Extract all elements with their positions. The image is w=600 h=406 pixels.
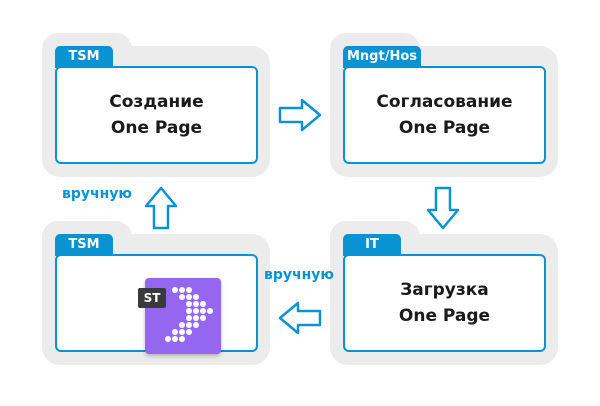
manual-label-left: вручную xyxy=(62,186,133,202)
app-icon: ST xyxy=(138,278,221,354)
card-upload-one-page: IT Загрузка One Page xyxy=(330,221,558,365)
manual-label-bottom: вручную xyxy=(264,267,335,283)
st-badge: ST xyxy=(138,288,166,308)
card-title-line1: Создание xyxy=(109,92,204,112)
dots-chevron-icon xyxy=(165,287,213,342)
arrow-down-icon xyxy=(426,186,460,230)
card-title-line2: One Page xyxy=(110,118,203,138)
arrow-up-icon xyxy=(144,186,178,230)
card-tsm-app: TSM ST xyxy=(42,221,270,365)
card-tab: Mngt/Hos xyxy=(343,46,421,68)
card-tab: TSM xyxy=(55,234,113,256)
arrow-left-icon xyxy=(278,301,322,335)
card-title-line2: One Page xyxy=(398,118,491,138)
card-approve-one-page: Mngt/Hos Согласование One Page xyxy=(330,33,558,177)
card-tab: TSM xyxy=(55,46,113,68)
card-title-line1: Загрузка xyxy=(400,280,489,300)
card-title-line2: One Page xyxy=(398,306,491,326)
card-create-one-page: TSM Создание One Page xyxy=(42,33,270,177)
card-title-line1: Согласование xyxy=(376,92,513,112)
card-tab: IT xyxy=(343,234,401,256)
arrow-right-icon xyxy=(278,98,322,132)
